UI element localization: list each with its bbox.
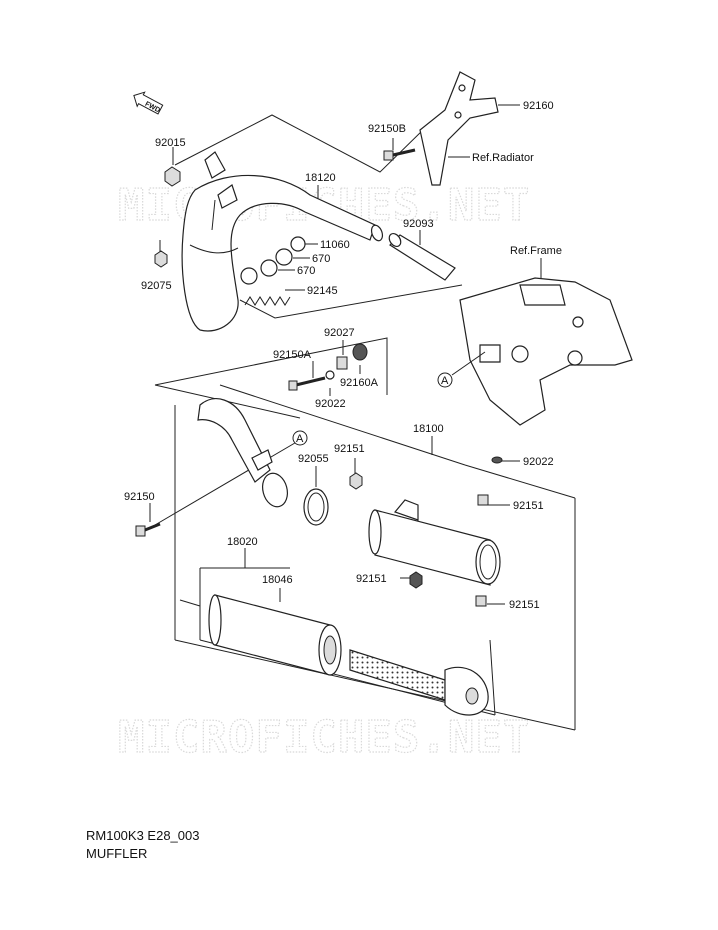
- marker-a-joint: A: [292, 430, 308, 446]
- nut-92015: [164, 166, 181, 187]
- label-ref-frame: Ref.Frame: [510, 245, 562, 257]
- part-labels: 92015 18120 11060 670 670 92075 92145 92…: [124, 100, 562, 611]
- marker-a-frame-label: A: [441, 375, 449, 387]
- nut-92151-top: [349, 472, 363, 490]
- joint-pipe: [197, 398, 288, 508]
- washer-92022: [491, 456, 503, 464]
- nut-92151-lower: [409, 571, 423, 589]
- silencer-body-18100: [368, 499, 501, 586]
- label-670-a: 670: [312, 253, 330, 265]
- exhaust-pipe-18120: [181, 151, 384, 332]
- spring-92145: [244, 296, 291, 306]
- silencer-core-18046: [208, 594, 489, 716]
- nut-92075: [154, 250, 168, 268]
- sleeve-92093: [388, 232, 456, 281]
- label-92015: 92015: [155, 137, 186, 149]
- grommet-set: [288, 343, 368, 391]
- label-92093: 92093: [403, 218, 434, 230]
- bracket-92160: [419, 71, 499, 186]
- label-92150: 92150: [124, 491, 155, 503]
- label-18020: 18020: [227, 536, 258, 548]
- diagram-code: RM100K3 E28_003: [86, 828, 200, 843]
- label-92055: 92055: [298, 453, 329, 465]
- label-11060: 11060: [320, 239, 350, 251]
- marker-a-frame: A: [437, 351, 486, 388]
- label-92145: 92145: [307, 285, 338, 297]
- label-92075: 92075: [141, 280, 172, 292]
- gasket-rings: [260, 236, 306, 277]
- label-92151-top: 92151: [334, 443, 365, 455]
- bolt-92151-bottom: [475, 595, 487, 607]
- watermark-bottom: MICROFICHES.NET: [118, 712, 530, 763]
- label-92160: 92160: [523, 100, 554, 112]
- label-92022-mid: 92022: [315, 398, 346, 410]
- label-92151-lower: 92151: [356, 573, 387, 585]
- label-92027: 92027: [324, 327, 355, 339]
- label-92150A: 92150A: [273, 349, 312, 361]
- label-92022-right: 92022: [523, 456, 554, 468]
- label-92160A: 92160A: [340, 377, 379, 389]
- marker-a-joint-label: A: [296, 433, 304, 445]
- bolt-92151-right: [477, 494, 489, 506]
- label-92151-right: 92151: [513, 500, 544, 512]
- fwd-arrow-icon: FWD: [133, 91, 164, 115]
- label-18046: 18046: [262, 574, 293, 586]
- bolt-92150B: [383, 148, 416, 161]
- gasket-92055: [303, 488, 329, 526]
- diagram-title: MUFFLER: [86, 846, 148, 861]
- label-ref-radiator: Ref.Radiator: [472, 152, 534, 164]
- bolt-92150: [135, 522, 161, 537]
- label-92151-bottom: 92151: [509, 599, 540, 611]
- label-92150B: 92150B: [368, 123, 406, 135]
- label-670-b: 670: [297, 265, 315, 277]
- label-18120: 18120: [305, 172, 336, 184]
- label-18100: 18100: [413, 423, 444, 435]
- frame-reference: [459, 277, 633, 426]
